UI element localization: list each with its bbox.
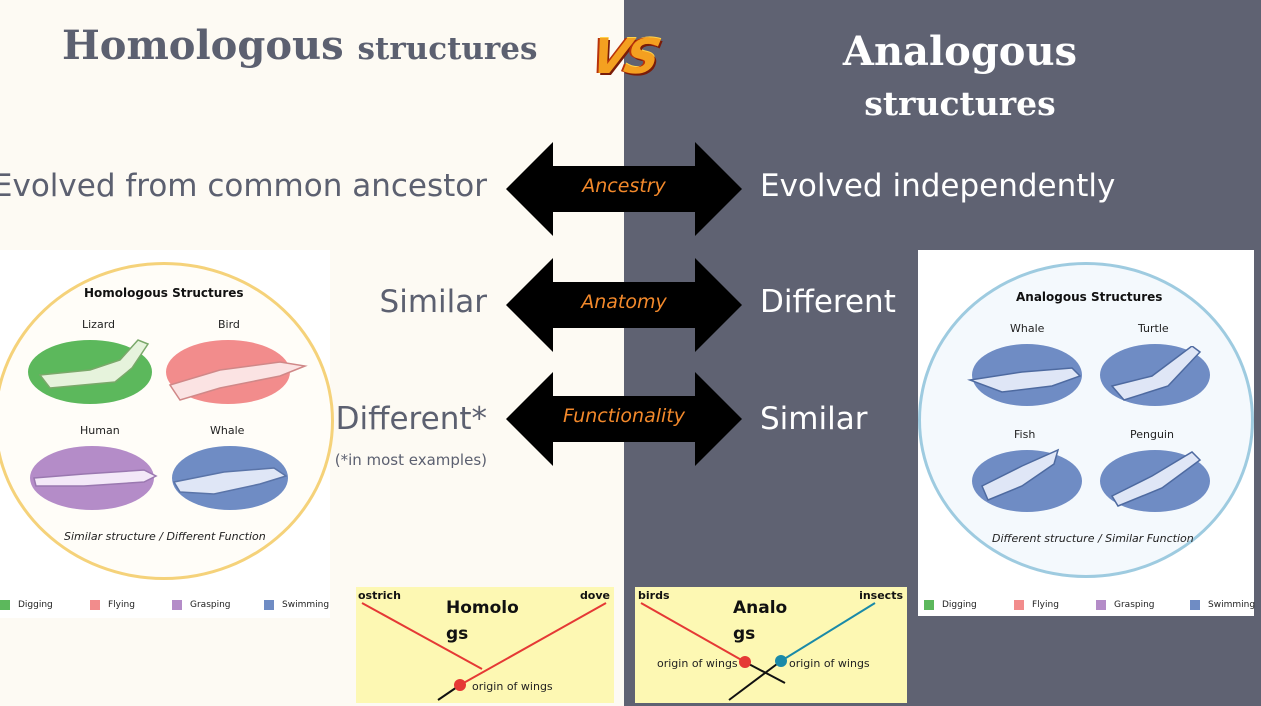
tree-branch-birds xyxy=(640,602,746,663)
title-word-structures: structures xyxy=(357,31,538,67)
origin-node-birds-icon xyxy=(739,656,751,668)
homologous-circle xyxy=(0,262,334,580)
legend-swatch-icon xyxy=(1014,600,1024,610)
analogous-card-caption: Different structure / Similar Function xyxy=(992,532,1194,545)
analogous-card-title: Analogous Structures xyxy=(1016,290,1163,304)
origin-node-insects-icon xyxy=(775,655,787,667)
homologous-card-title: Homologous Structures xyxy=(84,286,244,300)
tree-tip-birds: birds xyxy=(638,589,670,602)
arrow-ancestry: Ancestry xyxy=(506,142,742,236)
arrow-label-anatomy: Anatomy xyxy=(581,291,667,313)
left-footnote: (*in most examples) xyxy=(334,451,487,469)
legend-grasping: Grasping xyxy=(172,600,231,611)
legend-flying-analog: Flying xyxy=(1014,600,1059,611)
homologs-tree-graph xyxy=(361,602,607,701)
row-functionality-right: Similar xyxy=(760,401,868,437)
homologs-title-line1: Homolo xyxy=(446,598,519,618)
animal-label-bird: Bird xyxy=(218,318,240,331)
arrow-functionality: Functionality xyxy=(506,372,742,466)
tree-branch-insects xyxy=(780,602,876,662)
legend-swatch-icon xyxy=(1190,600,1200,610)
tree-node-label: origin of wings xyxy=(472,680,553,693)
tree-branch-right xyxy=(459,602,607,686)
double-arrow-icon xyxy=(506,142,742,236)
title-word-structures-right: structures xyxy=(864,84,1056,123)
analogs-tree-graph xyxy=(640,602,876,701)
tree-tip-dove: dove xyxy=(579,589,610,602)
legend-swatch-icon xyxy=(1096,600,1106,610)
animal-label-lizard: Lizard xyxy=(82,318,116,331)
analog-bones-icon xyxy=(967,346,1202,507)
legend-swimming-analog: Swimming xyxy=(1190,600,1255,611)
analogs-title-line1: Analo xyxy=(733,598,788,618)
animal-label-human: Human xyxy=(80,424,120,437)
row-functionality-left: Different* xyxy=(335,401,487,437)
tree-branch-left xyxy=(361,602,483,670)
legend-swimming: Swimming xyxy=(264,600,329,611)
legend-swatch-icon xyxy=(0,600,10,610)
legend-grasping-analog: Grasping xyxy=(1096,600,1155,611)
tree-node-label-insects: origin of wings xyxy=(789,657,870,670)
legend-swatch-icon xyxy=(172,600,182,610)
legend-swatch-icon xyxy=(264,600,274,610)
tree-node-label-birds: origin of wings xyxy=(657,657,738,670)
tree-tip-ostrich: ostrich xyxy=(358,589,401,602)
analogous-card: Analogous Structures Whale Turtle Fish P… xyxy=(918,250,1255,616)
row-anatomy-right: Different xyxy=(760,284,896,320)
animal-label-penguin: Penguin xyxy=(1130,428,1174,441)
tree-root xyxy=(728,660,782,701)
homologous-card: Homologous Structures Lizard Bird Human … xyxy=(0,250,334,618)
row-ancestry-left: Evolved from common ancestor xyxy=(0,168,487,204)
homologs-tree-title: Homolo gs xyxy=(446,595,519,647)
analogs-tree-title: Analo gs xyxy=(733,595,787,647)
arrow-anatomy: Anatomy xyxy=(506,258,742,352)
homologous-card-caption: Similar structure / Different Function xyxy=(64,530,266,543)
row-ancestry-right: Evolved independently xyxy=(760,168,1116,204)
analogous-title: Analogous structures xyxy=(780,26,1140,130)
vs-logo: VS xyxy=(586,29,662,85)
forelimb-bones-icon xyxy=(38,339,308,401)
legend-flying: Flying xyxy=(90,600,135,611)
tree-tip-insects: insects xyxy=(859,589,903,602)
title-word-analogous: Analogous xyxy=(842,28,1078,75)
arrow-label-ancestry: Ancestry xyxy=(582,175,666,197)
animal-label-turtle: Turtle xyxy=(1138,322,1169,335)
homologous-title: Homologous structures xyxy=(62,22,537,69)
homologs-tree: ostrich dove Homolo gs origin of wings xyxy=(356,587,614,703)
title-word-homologous: Homologous xyxy=(62,22,344,69)
arrow-label-functionality: Functionality xyxy=(563,405,685,427)
row-anatomy-left: Similar xyxy=(379,284,487,320)
double-arrow-icon xyxy=(506,372,742,466)
animal-label-fish: Fish xyxy=(1014,428,1036,441)
analogs-title-line2: gs xyxy=(733,624,756,644)
origin-node-icon xyxy=(454,679,466,691)
arm-flipper-bones-icon xyxy=(33,467,288,495)
homologs-title-line2: gs xyxy=(446,624,469,644)
legend-swatch-icon xyxy=(924,600,934,610)
legend-digging: Digging xyxy=(0,600,53,611)
double-arrow-icon xyxy=(506,258,742,352)
animal-label-whale: Whale xyxy=(210,424,245,437)
animal-label-whale-analog: Whale xyxy=(1010,322,1045,335)
analogs-tree: birds insects Analo gs origin of wings o… xyxy=(635,587,907,703)
legend-digging-analog: Digging xyxy=(924,600,977,611)
analogous-circle xyxy=(918,262,1254,578)
legend-swatch-icon xyxy=(90,600,100,610)
